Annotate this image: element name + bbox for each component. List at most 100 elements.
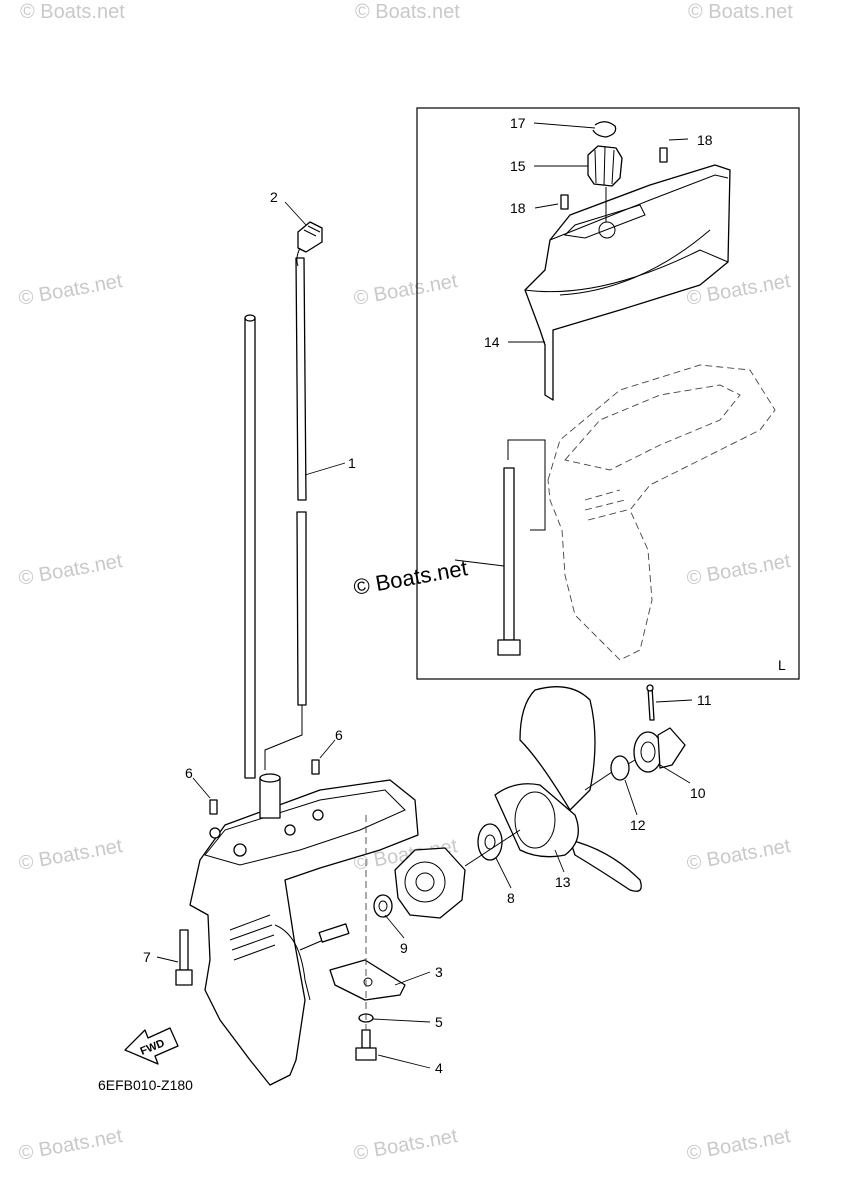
gear-case-bolt-head — [284, 824, 296, 836]
tube-guide-line — [264, 705, 303, 770]
propeller-hub-bore — [514, 791, 556, 849]
main-assembly: FWD — [124, 221, 686, 1086]
shift-rod-tip — [244, 314, 256, 322]
upper-casing-rim — [524, 249, 729, 293]
leader-line — [659, 764, 691, 784]
upper-casing-opening — [563, 204, 646, 239]
leader-line — [284, 201, 307, 226]
propeller-blade — [519, 686, 596, 811]
leader-lines — [156, 122, 693, 1069]
leader-line — [394, 971, 431, 986]
callout-18: 18 — [697, 132, 713, 148]
grommet-ridges — [303, 225, 321, 237]
leader-line — [454, 559, 505, 567]
center-watermark: © Boats.net — [352, 555, 470, 600]
upper-casing-hole — [598, 221, 616, 239]
cotter-pin-eye — [646, 684, 654, 692]
callout-1: 1 — [348, 455, 356, 471]
watermark-text: © Boats.net — [17, 270, 124, 310]
washer — [373, 894, 393, 918]
gear-case-fins — [229, 914, 276, 961]
shift-rod — [244, 317, 256, 779]
callout-3: 3 — [435, 964, 443, 980]
washer-hole — [378, 900, 388, 912]
anode-bolt-head — [355, 1047, 377, 1061]
propeller-blade — [569, 839, 642, 892]
callout-9: 9 — [400, 940, 408, 956]
callout-12: 12 — [630, 817, 646, 833]
leader-line — [156, 956, 179, 963]
leader-line — [372, 1018, 431, 1023]
lower-casing-inner-dashed — [564, 384, 741, 471]
gear-case-bolt-head — [233, 843, 247, 857]
leader-line — [319, 739, 336, 759]
water-tube — [295, 257, 307, 706]
thrust-washer-hole — [484, 834, 496, 850]
water-tube-lower — [296, 511, 307, 706]
leader-line — [384, 914, 405, 939]
callout-7: 7 — [143, 949, 151, 965]
callout-18: 18 — [510, 200, 526, 216]
callout-11: 11 — [697, 692, 712, 708]
anode-bolt — [355, 1029, 377, 1061]
callout-4: 4 — [435, 1060, 443, 1076]
circlip — [592, 121, 617, 138]
callout-15: 15 — [510, 158, 526, 174]
long-bolt-shaft — [503, 467, 515, 641]
washer — [610, 755, 630, 781]
dowel-pin — [209, 799, 218, 815]
diagram-code: 6EFB010-Z180 — [98, 1077, 193, 1093]
leader-line — [495, 857, 512, 889]
propeller-nut-cap — [657, 727, 686, 769]
leader-line — [624, 779, 638, 816]
callout-13: 13 — [555, 874, 571, 890]
lower-gear-case — [189, 779, 419, 1086]
shift-rod-boss — [259, 777, 281, 819]
callout-6: 6 — [185, 765, 193, 781]
watermark-text: © Boats.net — [20, 1, 125, 23]
forward-arrow: FWD — [124, 1027, 179, 1065]
watermark-text: © Boats.net — [352, 1125, 459, 1165]
callout-14: 14 — [484, 334, 500, 350]
watermark-text: © Boats.net — [355, 1, 460, 23]
leader-line — [554, 849, 565, 873]
propeller-nut — [633, 727, 686, 773]
callout-17: 17 — [510, 115, 526, 131]
watermark-text: © Boats.net — [352, 270, 459, 310]
gear-case-bolt — [175, 929, 193, 986]
bearing-housing-inner-ring — [404, 861, 446, 903]
leader-line — [655, 699, 693, 703]
lower-casing-fins-dashed — [584, 489, 628, 521]
callout-8: 8 — [507, 890, 515, 906]
watermark-text: © Boats.net — [17, 550, 124, 590]
nut — [587, 145, 623, 187]
watermark-text: © Boats.net — [17, 1125, 124, 1165]
callout-2: 2 — [270, 189, 278, 205]
shift-rod-boss-top — [259, 773, 281, 783]
propeller-axis-line — [584, 771, 613, 791]
bearing-housing — [394, 847, 466, 919]
bearing-housing-body — [394, 847, 466, 919]
leader-line — [533, 122, 596, 129]
callout-5: 5 — [435, 1014, 443, 1030]
callout-numbers: 17 18 15 18 14 2 1 6 6 7 3 5 4 9 8 13 12… — [143, 115, 713, 1076]
bearing-housing-bore — [415, 872, 435, 892]
inset-assembly: L — [416, 107, 800, 680]
callout-6: 6 — [335, 727, 343, 743]
gear-case-top-face — [204, 789, 406, 866]
watermark-text: © Boats.net — [685, 550, 792, 590]
water-tube-upper — [295, 257, 307, 501]
leader-line — [304, 462, 346, 476]
gear-case-bolt-head — [209, 827, 221, 839]
dowel-pin — [560, 194, 569, 210]
propeller-nut-bore — [640, 741, 656, 763]
bolt-guide-line — [507, 439, 546, 531]
gear-case-bolt-head — [175, 969, 193, 986]
propeller-axis-line — [464, 829, 521, 867]
watermark-text: © Boats.net — [688, 1, 793, 23]
anode-plate-hole — [363, 977, 373, 987]
gear-case-bolt-head — [312, 809, 324, 821]
water-tube-bend — [296, 247, 301, 267]
grommet — [297, 221, 323, 253]
